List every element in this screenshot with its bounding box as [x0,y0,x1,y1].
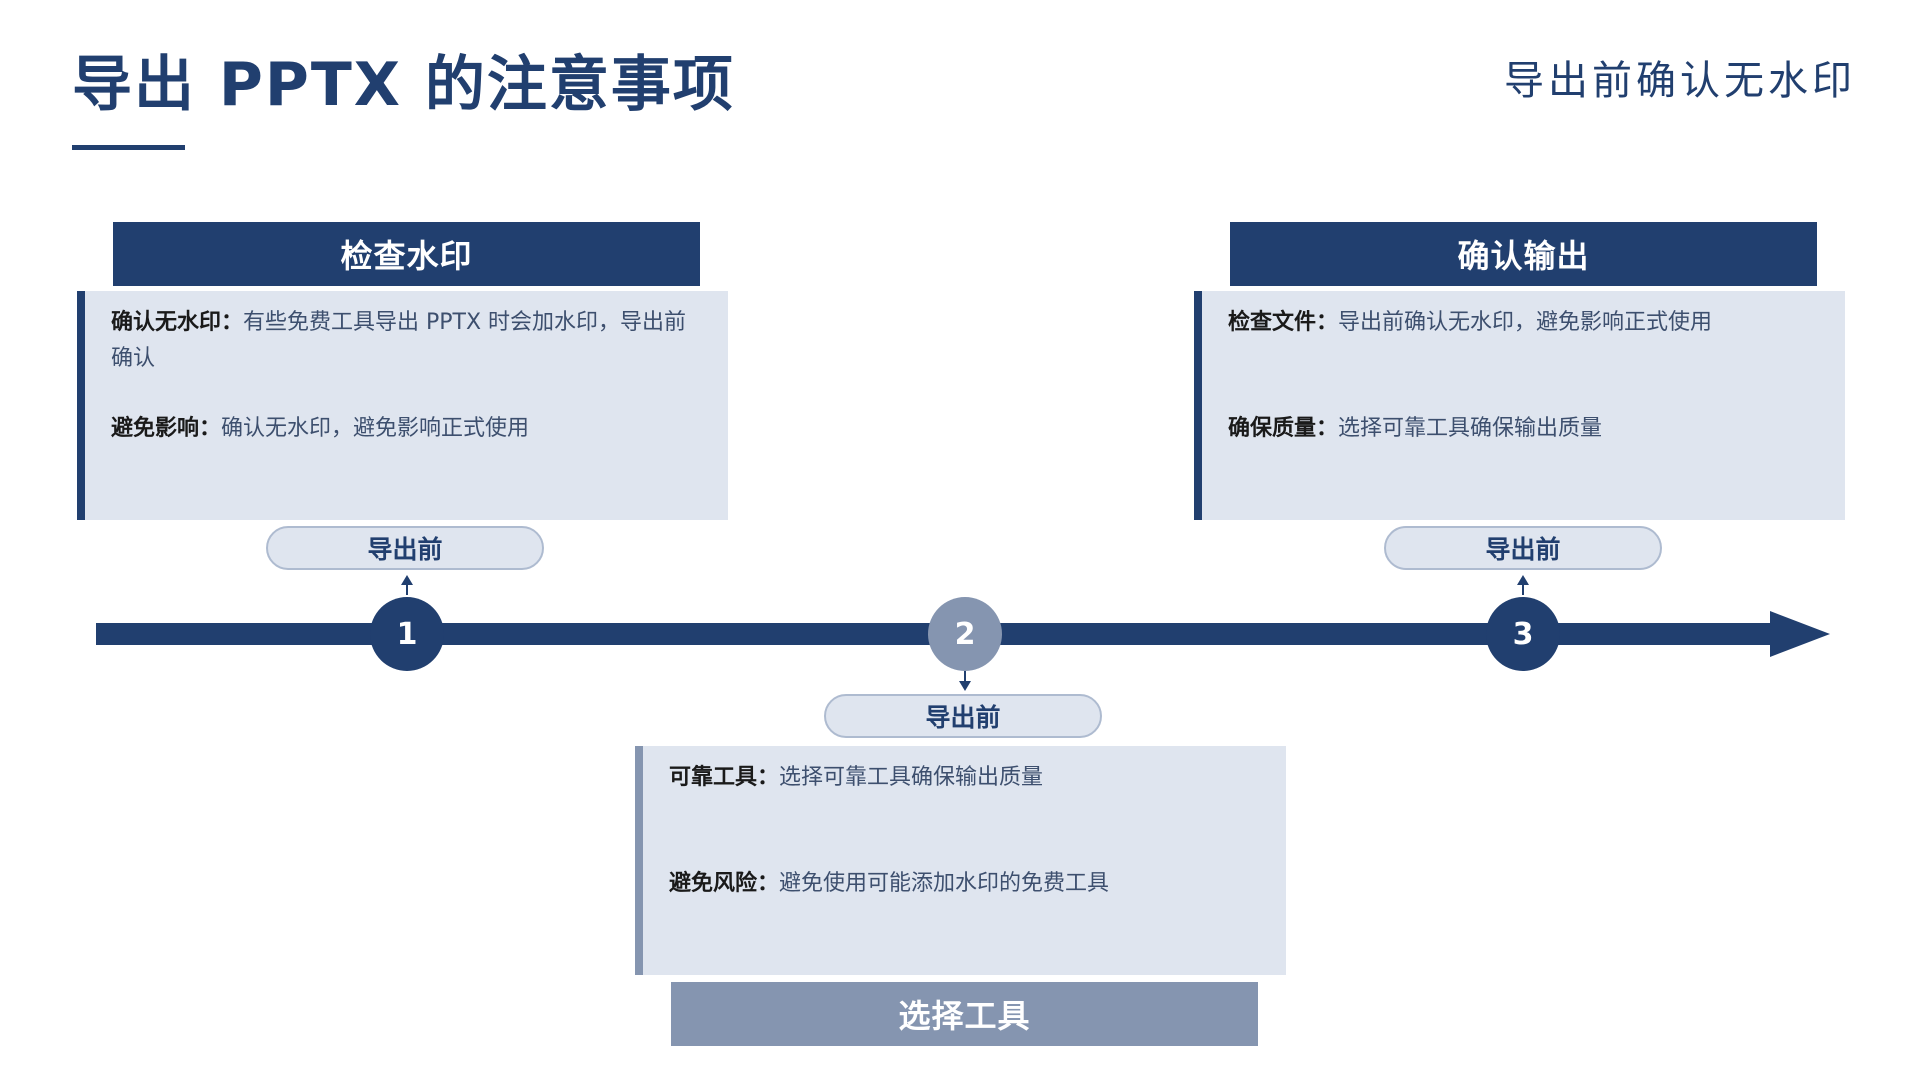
connector-1-arrow [401,575,413,585]
item-text: 选择可靠工具确保输出质量 [779,765,1044,790]
node-number-2: 2 [954,616,976,652]
stage-2-tag: 导出前 [824,694,1102,738]
stage-1-box: 确认无水印：有些免费工具导出 PPTX 时会加水印，导出前确认 避免影响：确认无… [77,291,728,520]
timeline-node-2 [928,597,1002,671]
item-key: 避免风险： [669,871,780,896]
item-key: 确认无水印： [111,310,244,335]
timeline-arrowhead [1770,611,1830,657]
timeline-node-3 [1486,597,1560,671]
stage-3-header: 确认输出 [1230,222,1817,286]
item-text: 导出前确认无水印，避免影响正式使用 [1338,310,1713,335]
stage-2-box: 可靠工具：选择可靠工具确保输出质量 避免风险：避免使用可能添加水印的免费工具 [635,746,1286,975]
stage-3-item-2: 确保质量：选择可靠工具确保输出质量 [1228,411,1815,447]
item-text: 选择可靠工具确保输出质量 [1338,416,1603,441]
stage-3-tag: 导出前 [1384,526,1662,570]
stage-1-item-2: 避免影响：确认无水印，避免影响正式使用 [111,411,698,447]
item-text: 有些免费工具导出 PPTX 时会加水印，导出前确认 [111,310,687,371]
item-key: 可靠工具： [669,765,780,790]
stage-1-header: 检查水印 [113,222,700,286]
item-text: 避免使用可能添加水印的免费工具 [779,871,1110,896]
connector-2-arrow [959,681,971,691]
stage-1-item-1: 确认无水印：有些免费工具导出 PPTX 时会加水印，导出前确认 [111,305,698,377]
item-key: 检查文件： [1228,310,1339,335]
stage-1-tag: 导出前 [266,526,544,570]
connector-3-arrow [1517,575,1529,585]
title-underline [72,145,185,150]
node-number-3: 3 [1512,616,1534,652]
stage-2-header: 选择工具 [671,982,1258,1046]
stage-2-item-2: 避免风险：避免使用可能添加水印的免费工具 [669,866,1256,902]
node-number-1: 1 [396,616,418,652]
stage-3-item-1: 检查文件：导出前确认无水印，避免影响正式使用 [1228,305,1815,341]
timeline-node-1 [370,597,444,671]
page-title: 导出 PPTX 的注意事项 [72,50,735,120]
item-key: 避免影响： [111,416,222,441]
stage-2-item-1: 可靠工具：选择可靠工具确保输出质量 [669,760,1256,796]
stage-3-box: 检查文件：导出前确认无水印，避免影响正式使用 确保质量：选择可靠工具确保输出质量 [1194,291,1845,520]
item-key: 确保质量： [1228,416,1339,441]
item-text: 确认无水印，避免影响正式使用 [221,416,530,441]
page-subtitle: 导出前确认无水印 [1504,58,1856,104]
